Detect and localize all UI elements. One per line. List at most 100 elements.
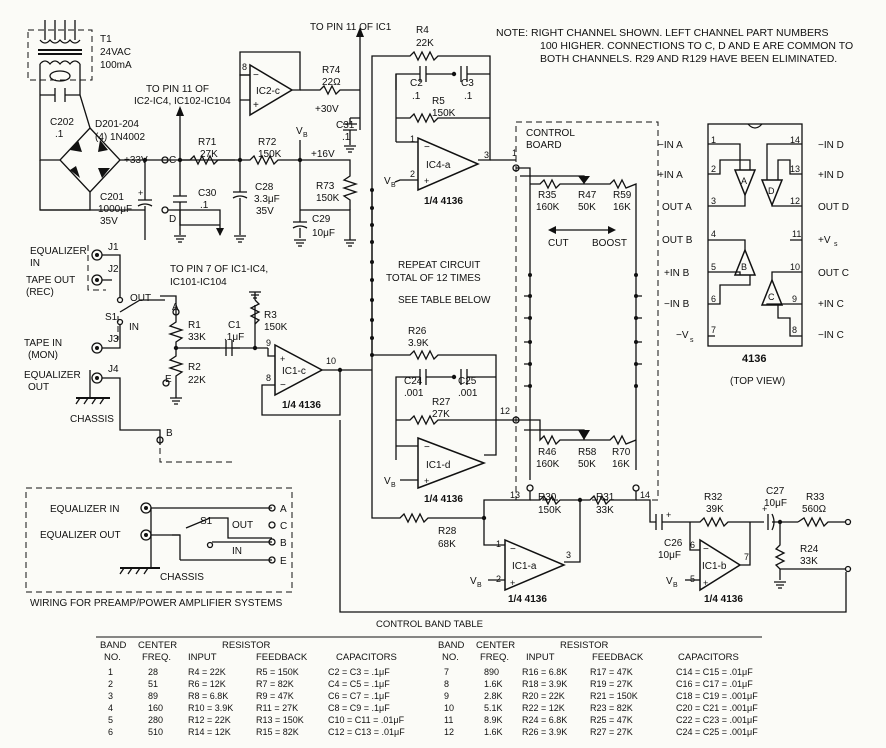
left-table-cell: R15 = 82K <box>256 727 299 737</box>
pin-right-8: −IN C <box>818 330 844 341</box>
left-table-cell: R13 = 150K <box>256 715 304 725</box>
right-table-cell: R27 = 27K <box>590 727 633 737</box>
left-table-cell: 280 <box>148 715 164 725</box>
wiring-node-c: C <box>280 521 287 532</box>
r71-label: R71 <box>198 137 217 148</box>
tape-in-label-1: TAPE IN <box>24 338 62 349</box>
svg-text:+: + <box>424 476 429 486</box>
control-label-2: BOARD <box>526 140 562 151</box>
left-table-cell: 6 <box>108 727 114 737</box>
svg-text:V: V <box>384 176 391 187</box>
r72-value: 150K <box>258 149 282 160</box>
r5-value: 150K <box>432 108 456 119</box>
right-band-header-2: NO. <box>442 652 459 663</box>
c3-value: .1 <box>464 91 473 102</box>
left-table-cell: R7 = 82K <box>256 679 294 689</box>
right-table-cell: R17 = 47K <box>590 667 633 677</box>
r32-value: 39K <box>706 504 724 515</box>
c27-label: C27 <box>766 486 785 497</box>
r24-value: 33K <box>800 556 818 567</box>
right-table-cell: R22 = 12K <box>522 703 565 713</box>
left-table-cell: R6 = 12K <box>188 679 226 689</box>
left-table-cell: C10 = C11 = .01μF <box>328 715 405 725</box>
right-table-cell: 8 <box>444 679 450 689</box>
right-table-cell: 10 <box>444 703 455 713</box>
power-supply: T1 24VAC 100mA C202 .1 D201-204 (4) 1N40… <box>27 20 359 288</box>
node-e: E <box>165 374 172 385</box>
eq-in-label-1: EQUALIZER <box>30 246 87 257</box>
right-resistor-header: RESISTOR <box>560 640 609 651</box>
left-table-cell: 1 <box>108 667 114 677</box>
amp-c: C <box>768 292 775 302</box>
svg-text:10: 10 <box>790 262 800 272</box>
right-band-header-1: BAND <box>438 640 465 651</box>
svg-text:s: s <box>690 337 694 344</box>
svg-text:−: − <box>424 142 430 153</box>
repeat-line-2: TOTAL OF 12 TIMES <box>386 273 481 284</box>
ic1a-part: 1/4 4136 <box>508 594 547 605</box>
svg-text:−: − <box>253 70 259 81</box>
svg-text:V: V <box>470 576 477 587</box>
j1-label: J1 <box>108 242 119 253</box>
ic1b-pin6: 6 <box>690 540 695 550</box>
svg-text:−: − <box>280 380 286 391</box>
svg-text:V: V <box>666 576 673 587</box>
pin-left-1: −IN A <box>658 140 683 151</box>
svg-text:3: 3 <box>566 550 571 560</box>
r24-label: R24 <box>800 544 819 555</box>
see-table: SEE TABLE BELOW <box>398 295 491 306</box>
right-table-cell: 8.9K <box>484 715 503 725</box>
pin-right-14: −IN D <box>818 140 844 151</box>
repeat-line-1: REPEAT CIRCUIT <box>398 260 480 271</box>
left-table-cell: 89 <box>148 691 159 701</box>
c24-value: .001 <box>404 388 424 399</box>
right-table-cell: C16 = C17 = .01μF <box>676 679 753 689</box>
ic1c-pin9: 9 <box>266 338 271 348</box>
diodes-value: (4) 1N4002 <box>95 132 145 143</box>
right-table-cell: 1.6K <box>484 727 503 737</box>
right-table-cell: 2.8K <box>484 691 503 701</box>
j2-label: J2 <box>108 264 119 275</box>
svg-text:B: B <box>391 482 396 489</box>
v30-label: +30V <box>315 104 339 115</box>
node-d: D <box>169 214 176 225</box>
c28-voltage: 35V <box>256 206 274 217</box>
node-a: A <box>172 302 179 313</box>
r26-value: 3.9K <box>408 338 429 349</box>
c1-label: C1 <box>228 320 241 331</box>
c26-label: C26 <box>664 538 683 549</box>
right-table-cell: C24 = C25 = .001μF <box>676 727 758 737</box>
ic2c-regulator: IC2-c 8 − + R74 22Ω TO PIN 11 OF IC1 +30… <box>239 22 392 153</box>
right-table-cell: 5.1K <box>484 703 503 713</box>
left-table-cell: C2 = C3 = .1μF <box>328 667 390 677</box>
c27-value: 10μF <box>764 498 787 509</box>
r3-label: R3 <box>264 310 277 321</box>
amp-a: A <box>741 176 747 186</box>
left-table-cell: R4 = 22K <box>188 667 226 677</box>
pin-left-7: −V <box>676 330 689 341</box>
r35-value: 160K <box>536 202 560 213</box>
wiring-node-e: E <box>280 556 287 567</box>
control-board: CONTROL BOARD R35 160K R47 50K R59 16K C… <box>510 121 659 501</box>
output-section: R28 68K R30 150K R31 33K IC1-a − + 1 2 3… <box>339 370 852 613</box>
r59-label: R59 <box>613 190 632 201</box>
note-block: NOTE: RIGHT CHANNEL SHOWN. LEFT CHANNEL … <box>496 27 853 65</box>
boost-label: BOOST <box>592 238 627 249</box>
r27-label: R27 <box>432 397 451 408</box>
svg-text:5: 5 <box>711 262 716 272</box>
ic4a-pin3: 3 <box>484 150 489 160</box>
svg-text:2: 2 <box>711 164 716 174</box>
wiring-eq-in: EQUALIZER IN <box>50 504 119 515</box>
left-band-header-1: BAND <box>100 640 127 651</box>
eq-out-label-2: OUT <box>28 382 49 393</box>
chassis-label: CHASSIS <box>70 414 114 425</box>
pin-right-11: +V <box>818 235 831 246</box>
diodes-label: D201-204 <box>95 119 139 130</box>
note-line-3: BOTH CHANNELS. R29 AND R129 HAVE BEEN EL… <box>540 53 837 65</box>
r5-label: R5 <box>432 96 445 107</box>
svg-text:8: 8 <box>792 325 797 335</box>
r59-value: 16K <box>613 202 631 213</box>
note-line-2: 100 HIGHER. CONNECTIONS TO C, D AND E AR… <box>540 40 853 52</box>
right-center-header-1: CENTER <box>476 640 516 651</box>
ic1c-label: IC1-c <box>282 366 306 377</box>
